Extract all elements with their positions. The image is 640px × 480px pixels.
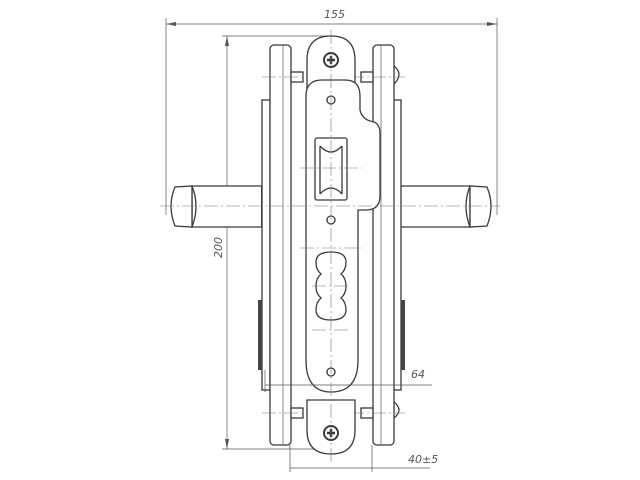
dimension-height: 200 xyxy=(212,35,330,450)
dimension-overall-width: 155 xyxy=(165,8,498,215)
dimension-label-40-5: 40±5 xyxy=(408,453,438,466)
dimension-center-distance: 64 xyxy=(264,368,432,392)
left-escutcheon-plate xyxy=(258,44,292,446)
dimension-backset: 40±5 xyxy=(289,445,438,472)
left-lever-handle xyxy=(170,185,263,228)
right-lever-handle xyxy=(399,185,492,228)
lock-faceplate xyxy=(305,35,381,455)
dimension-label-155: 155 xyxy=(324,8,345,21)
center-lines xyxy=(160,30,500,465)
dimension-label-64: 64 xyxy=(411,368,425,381)
dimension-label-200: 200 xyxy=(212,237,225,258)
